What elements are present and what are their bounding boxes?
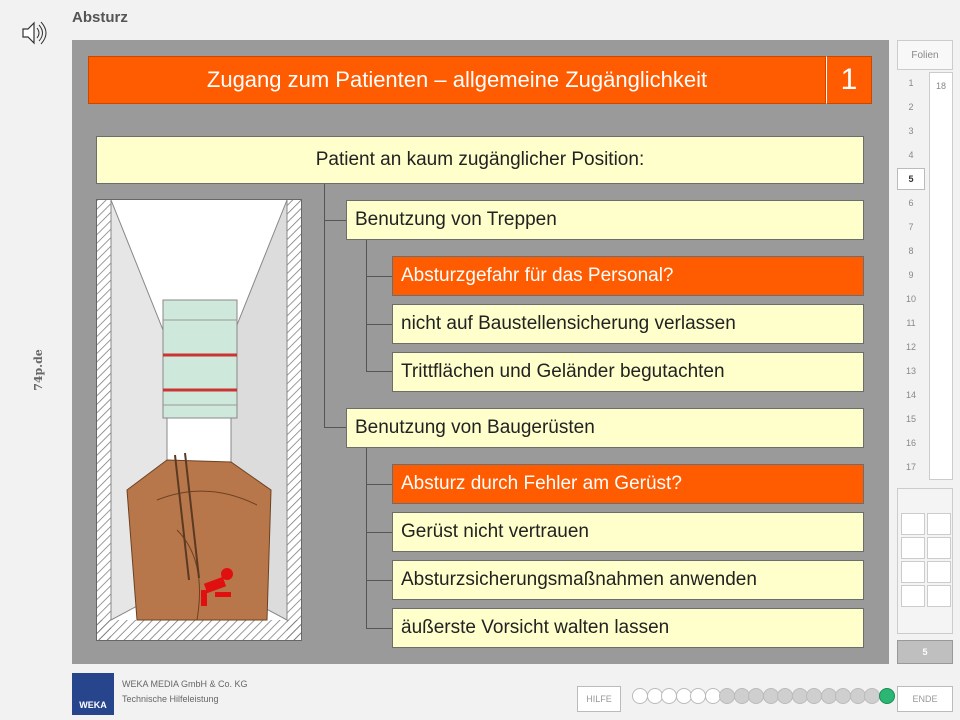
slide-item-3[interactable]: 3 [897,120,925,142]
weka-logo: WEKA [72,673,114,715]
slide-item-6[interactable]: 6 [897,192,925,214]
slide-item-15[interactable]: 15 [897,408,925,430]
group-scaffold-item-3: Absturzsicherungsmaßnahmen anwenden [392,560,864,600]
connector-group2 [366,448,392,629]
slide-item-11[interactable]: 11 [897,312,925,334]
progress-dot[interactable] [777,688,793,704]
connector-group2-b3 [366,580,392,581]
nav-grid-cell[interactable] [901,561,925,583]
page-title: Absturz [72,9,128,26]
slide-item-4[interactable]: 4 [897,144,925,166]
connector-group1-b2 [366,324,392,325]
nav-grid-cell[interactable] [927,513,951,535]
slide-item-1[interactable]: 1 [897,72,925,94]
connector-main [324,184,346,428]
slide-item-12[interactable]: 12 [897,336,925,358]
progress-dot[interactable] [878,688,895,704]
connector-group1 [366,240,392,372]
company-name: WEKA MEDIA GmbH & Co. KG [122,679,248,689]
current-slide-indicator: 5 [897,640,953,664]
slide-item-14[interactable]: 14 [897,384,925,406]
connector-group2-b1 [366,484,392,485]
progress-dot[interactable] [661,688,677,704]
group-scaffold-label: Benutzung von Baugerüsten [346,408,864,448]
slide-item-8[interactable]: 8 [897,240,925,262]
connector-group2-b2 [366,532,392,533]
nav-grid-cell[interactable] [901,585,925,607]
folien-button[interactable]: Folien [897,40,953,70]
site-watermark: 74p.de [31,349,45,391]
slide-item-7[interactable]: 7 [897,216,925,238]
nav-grid-cell[interactable] [901,537,925,559]
nav-grid-cell[interactable] [927,537,951,559]
group-scaffold-item-1: Absturz durch Fehler am Gerüst? [392,464,864,504]
group-stairs-label: Benutzung von Treppen [346,200,864,240]
progress-dot[interactable] [864,688,880,704]
connector-main-branch [324,220,346,221]
slide-header-number: 1 [826,56,872,104]
slide-total: 18 [929,72,953,480]
group-scaffold-item-2: Gerüst nicht vertrauen [392,512,864,552]
nav-grid-cell[interactable] [927,585,951,607]
shaft-illustration [96,199,302,641]
slide-item-13[interactable]: 13 [897,360,925,382]
progress-dot[interactable] [748,688,764,704]
progress-dot[interactable] [719,688,735,704]
slide-item-2[interactable]: 2 [897,96,925,118]
main-topic-box: Patient an kaum zugänglicher Position: [96,136,864,184]
nav-grid-panel [897,488,953,634]
slide-item-9[interactable]: 9 [897,264,925,286]
progress-dot[interactable] [690,688,706,704]
slide-header-title: Zugang zum Patienten – allgemeine Zugäng… [88,56,826,104]
end-button[interactable]: ENDE [897,686,953,712]
group-stairs-item-1: Absturzgefahr für das Personal? [392,256,864,296]
nav-grid-cell[interactable] [901,513,925,535]
speaker-icon[interactable] [20,18,48,48]
group-stairs-item-3: Trittflächen und Geländer begutachten [392,352,864,392]
slide-item-16[interactable]: 16 [897,432,925,454]
slide-item-5[interactable]: 5 [897,168,925,190]
nav-grid-cell[interactable] [927,561,951,583]
help-button[interactable]: HILFE [577,686,621,712]
progress-dot[interactable] [835,688,851,704]
slide-item-17[interactable]: 17 [897,456,925,478]
progress-dot[interactable] [632,688,648,704]
group-scaffold-item-4: äußerste Vorsicht walten lassen [392,608,864,648]
connector-group1-b1 [366,276,392,277]
company-info: WEKA MEDIA GmbH & Co. KG Technische Hilf… [122,677,248,707]
slide-item-10[interactable]: 10 [897,288,925,310]
group-stairs-item-2: nicht auf Baustellensicherung verlassen [392,304,864,344]
progress-dot[interactable] [806,688,822,704]
company-subtitle: Technische Hilfeleistung [122,694,219,704]
